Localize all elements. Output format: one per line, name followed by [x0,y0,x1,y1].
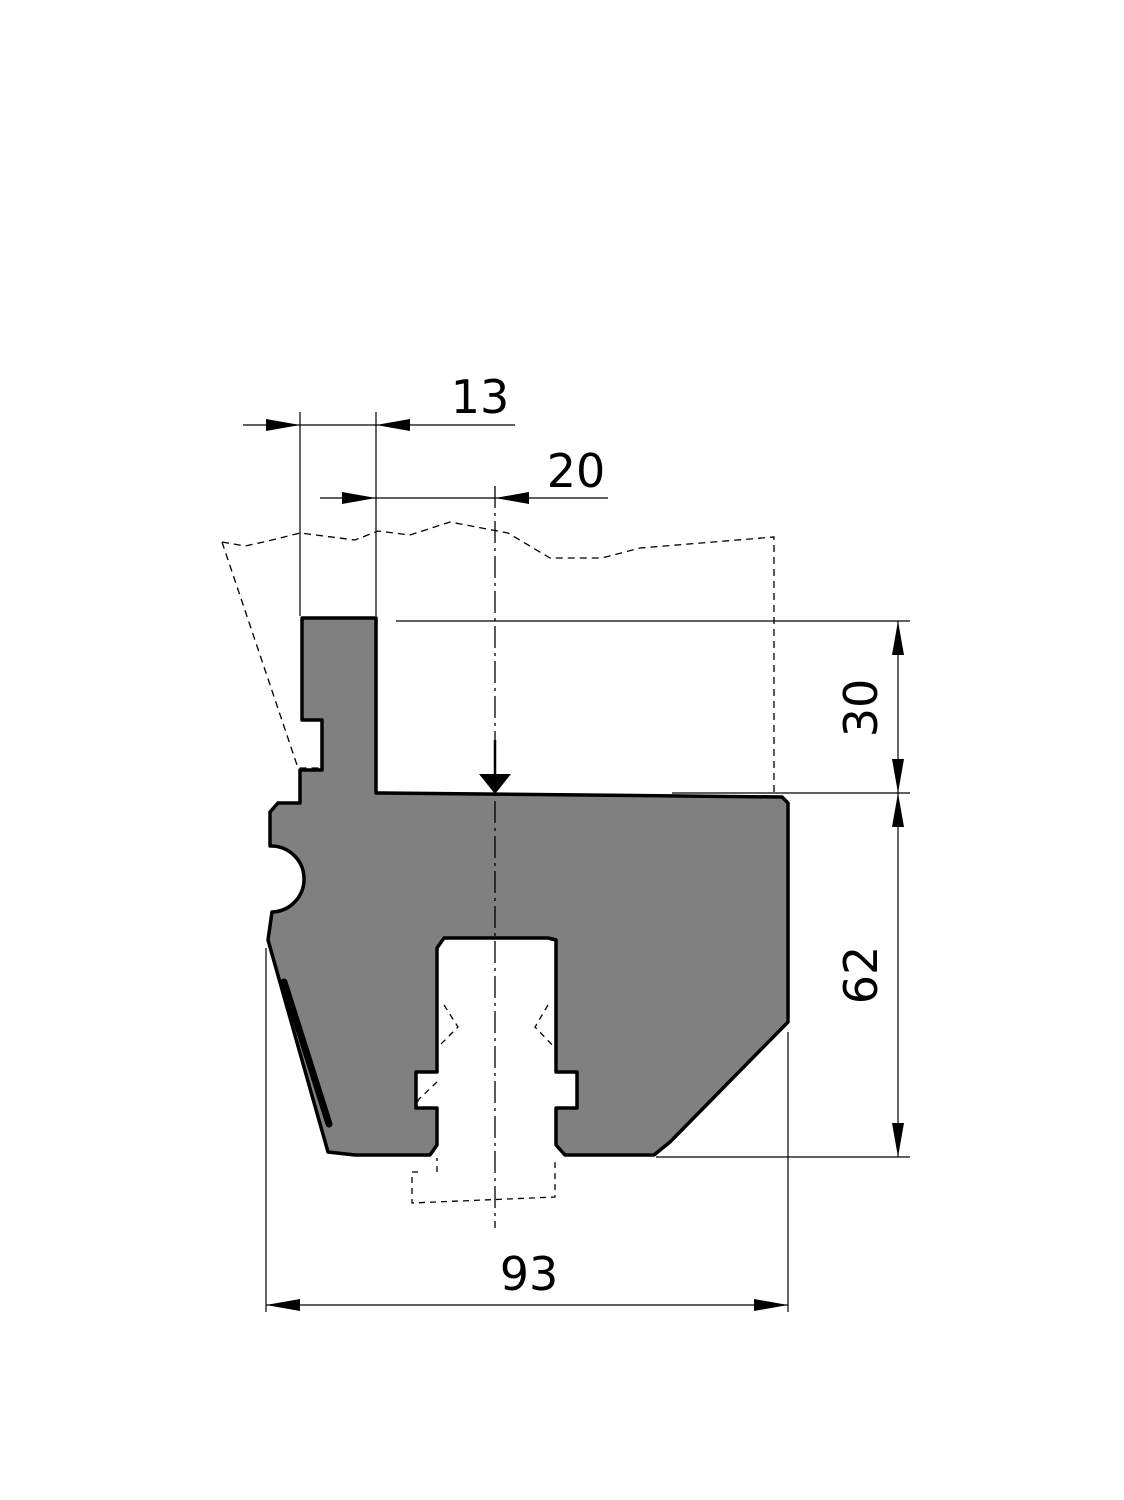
load-arrow [479,740,511,794]
dim-label-93: 93 [500,1247,559,1301]
dimension-62: 62 [834,793,904,1157]
upper-beam-phantom [221,521,775,793]
side-stripe [280,978,333,1128]
extension-lines [265,412,910,1312]
dim-label-62: 62 [834,946,888,1005]
tool-profile [266,616,790,1157]
dimension-30: 30 [834,621,904,793]
dim-label-13: 13 [451,370,510,424]
dim-label-30: 30 [834,679,888,738]
dimension-13: 13 [243,370,515,431]
dim-label-20: 20 [547,444,606,498]
dimension-20: 20 [320,444,608,504]
dimension-93: 93 [266,1247,788,1311]
hidden-lines [411,1004,557,1204]
